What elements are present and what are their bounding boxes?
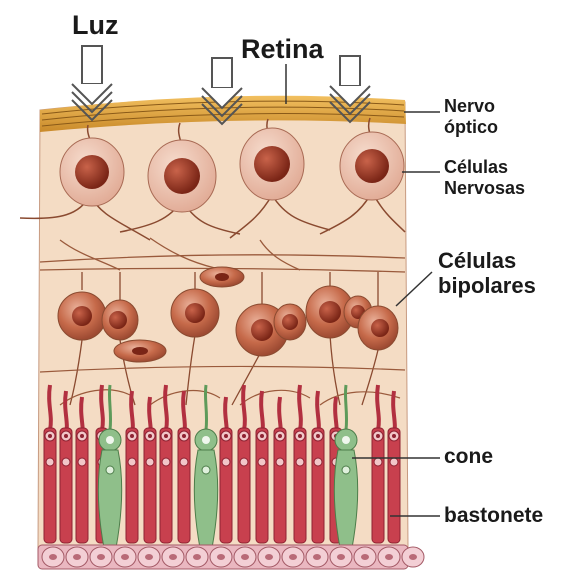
epithelial-cell (378, 547, 400, 567)
bipolar-cells-label-line2: bipolares (438, 273, 536, 298)
epithelial-cell (186, 547, 208, 567)
horizontal-cell (200, 267, 244, 287)
epithelial-cell (402, 547, 424, 567)
epithelial-cell (258, 547, 280, 567)
light-label: Luz (72, 10, 119, 41)
epithelial-cell (90, 547, 112, 567)
nerve-cells-label: Células Nervosas (444, 157, 525, 198)
nerve-cell (340, 132, 404, 200)
optic-nerve-label-line2: óptico (444, 117, 498, 138)
nerve-cells-label-line1: Células (444, 157, 525, 178)
epithelial-cell (42, 547, 64, 567)
bipolar-cell (58, 292, 106, 340)
bipolar-cells-label: Células bipolares (438, 248, 536, 299)
epithelial-cell (138, 547, 160, 567)
epithelial-cell (282, 547, 304, 567)
epithelial-cell (114, 547, 136, 567)
epithelial-cell (354, 547, 376, 567)
bipolar-cell (171, 289, 219, 337)
rod-label: bastonete (444, 504, 543, 528)
nerve-cell (240, 128, 304, 200)
epithelial-cell (330, 547, 352, 567)
nerve-cells-label-line2: Nervosas (444, 178, 525, 199)
amacrine-cell (114, 340, 166, 362)
bipolar-cell (102, 300, 138, 340)
nerve-cell (148, 140, 216, 212)
epithelial-cell (162, 547, 184, 567)
nerve-cell (60, 138, 124, 206)
optic-nerve-label-line1: Nervo (444, 96, 498, 117)
pigment-epithelium (38, 545, 424, 569)
retina-label: Retina (241, 34, 324, 65)
bipolar-cells-label-line1: Células (438, 248, 536, 273)
optic-nerve-label: Nervo óptico (444, 96, 498, 137)
epithelial-cell (306, 547, 328, 567)
cone-label: cone (444, 445, 493, 469)
epithelial-cell (234, 547, 256, 567)
bipolar-cell (358, 306, 398, 350)
bipolar-cell (274, 304, 306, 340)
epithelial-cell (210, 547, 232, 567)
epithelial-cell (66, 547, 88, 567)
